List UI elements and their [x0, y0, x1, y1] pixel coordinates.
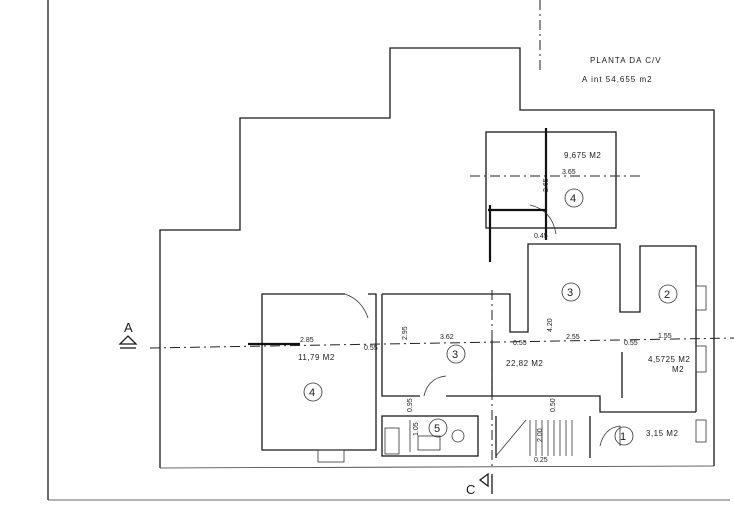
dim-420: 4.20: [547, 318, 554, 332]
dim-025: 0.25: [534, 457, 548, 464]
dim-105: 1.05: [413, 422, 420, 436]
dim-095: 0.95: [407, 398, 414, 412]
door-swing-room-1: [599, 425, 621, 447]
plan-title: PLANTA DA C/V: [590, 56, 662, 65]
svg-text:2: 2: [664, 289, 670, 301]
dim-050: 0.50: [550, 398, 557, 412]
room-5-walls: [381, 415, 479, 457]
door-swing-service: [423, 375, 447, 397]
dim-295: 2.95: [402, 326, 409, 340]
outline-base: [159, 465, 715, 469]
left-window: [317, 449, 345, 463]
room-3-center-badge: 3: [446, 344, 466, 364]
room-3-walls: [382, 243, 697, 412]
room-3-center-area: 22,82 M2: [506, 359, 543, 368]
plan-total-area: A int 54,655 m2: [582, 75, 653, 84]
service-walls: [381, 294, 696, 413]
svg-text:3: 3: [452, 349, 458, 361]
right-window-lower: [695, 419, 707, 443]
dim-255: 2.55: [566, 334, 580, 341]
section-a-label: A: [124, 320, 133, 335]
dim-285: 2.85: [300, 337, 314, 344]
room-4-left-badge: 4: [303, 382, 323, 402]
room-4-left-walls: [261, 293, 377, 451]
section-line-a: [149, 337, 734, 349]
svg-text:4: 4: [570, 193, 576, 205]
svg-text:4: 4: [309, 387, 315, 399]
section-c-arrow: [478, 472, 489, 488]
dim-055-left: 0.55: [364, 345, 378, 352]
section-a-arrow: [118, 335, 138, 345]
door-swing-left: [344, 293, 369, 319]
right-window-middle: [695, 345, 707, 373]
dim-top-height: 2.65: [543, 178, 550, 192]
room-3-upper-badge: 3: [561, 282, 581, 302]
room-1-area: 3,15 M2: [646, 429, 678, 438]
bathtub-fixture: [384, 427, 400, 455]
dim-055-right: 0.55: [624, 340, 638, 347]
room-4-top-badge: 4: [564, 188, 584, 208]
dim-055-center: 0.55: [513, 340, 527, 347]
section-c-label: C: [466, 482, 475, 497]
room-2-area-unit: M2: [672, 365, 684, 374]
room-2-badge: 2: [658, 284, 678, 304]
dim-155: 1.55: [658, 333, 672, 340]
room-4-top-walls: [485, 131, 617, 229]
sink-fixture: [417, 435, 441, 451]
svg-text:3: 3: [567, 287, 573, 299]
dim-362: 3.62: [440, 334, 454, 341]
svg-text:5: 5: [434, 423, 440, 435]
room-5-badge: 5: [428, 418, 448, 438]
svg-text:1: 1: [620, 431, 626, 443]
dim-200: 2.00: [537, 428, 544, 442]
right-window-upper: [695, 285, 707, 311]
dim-top-width: 3.65: [562, 169, 576, 176]
door-swing-top: [529, 204, 557, 235]
room-2-area: 4,5725 M2: [648, 355, 690, 364]
room-1-badge: 1: [614, 426, 634, 446]
building-outline: [159, 47, 715, 468]
dim-top-door: 0.45: [534, 233, 548, 240]
room-4-top-area: 9,675 M2: [564, 151, 601, 160]
toilet-fixture: [451, 429, 465, 443]
room-4-left-area: 11,79 M2: [298, 353, 335, 362]
staircase: [495, 416, 591, 458]
